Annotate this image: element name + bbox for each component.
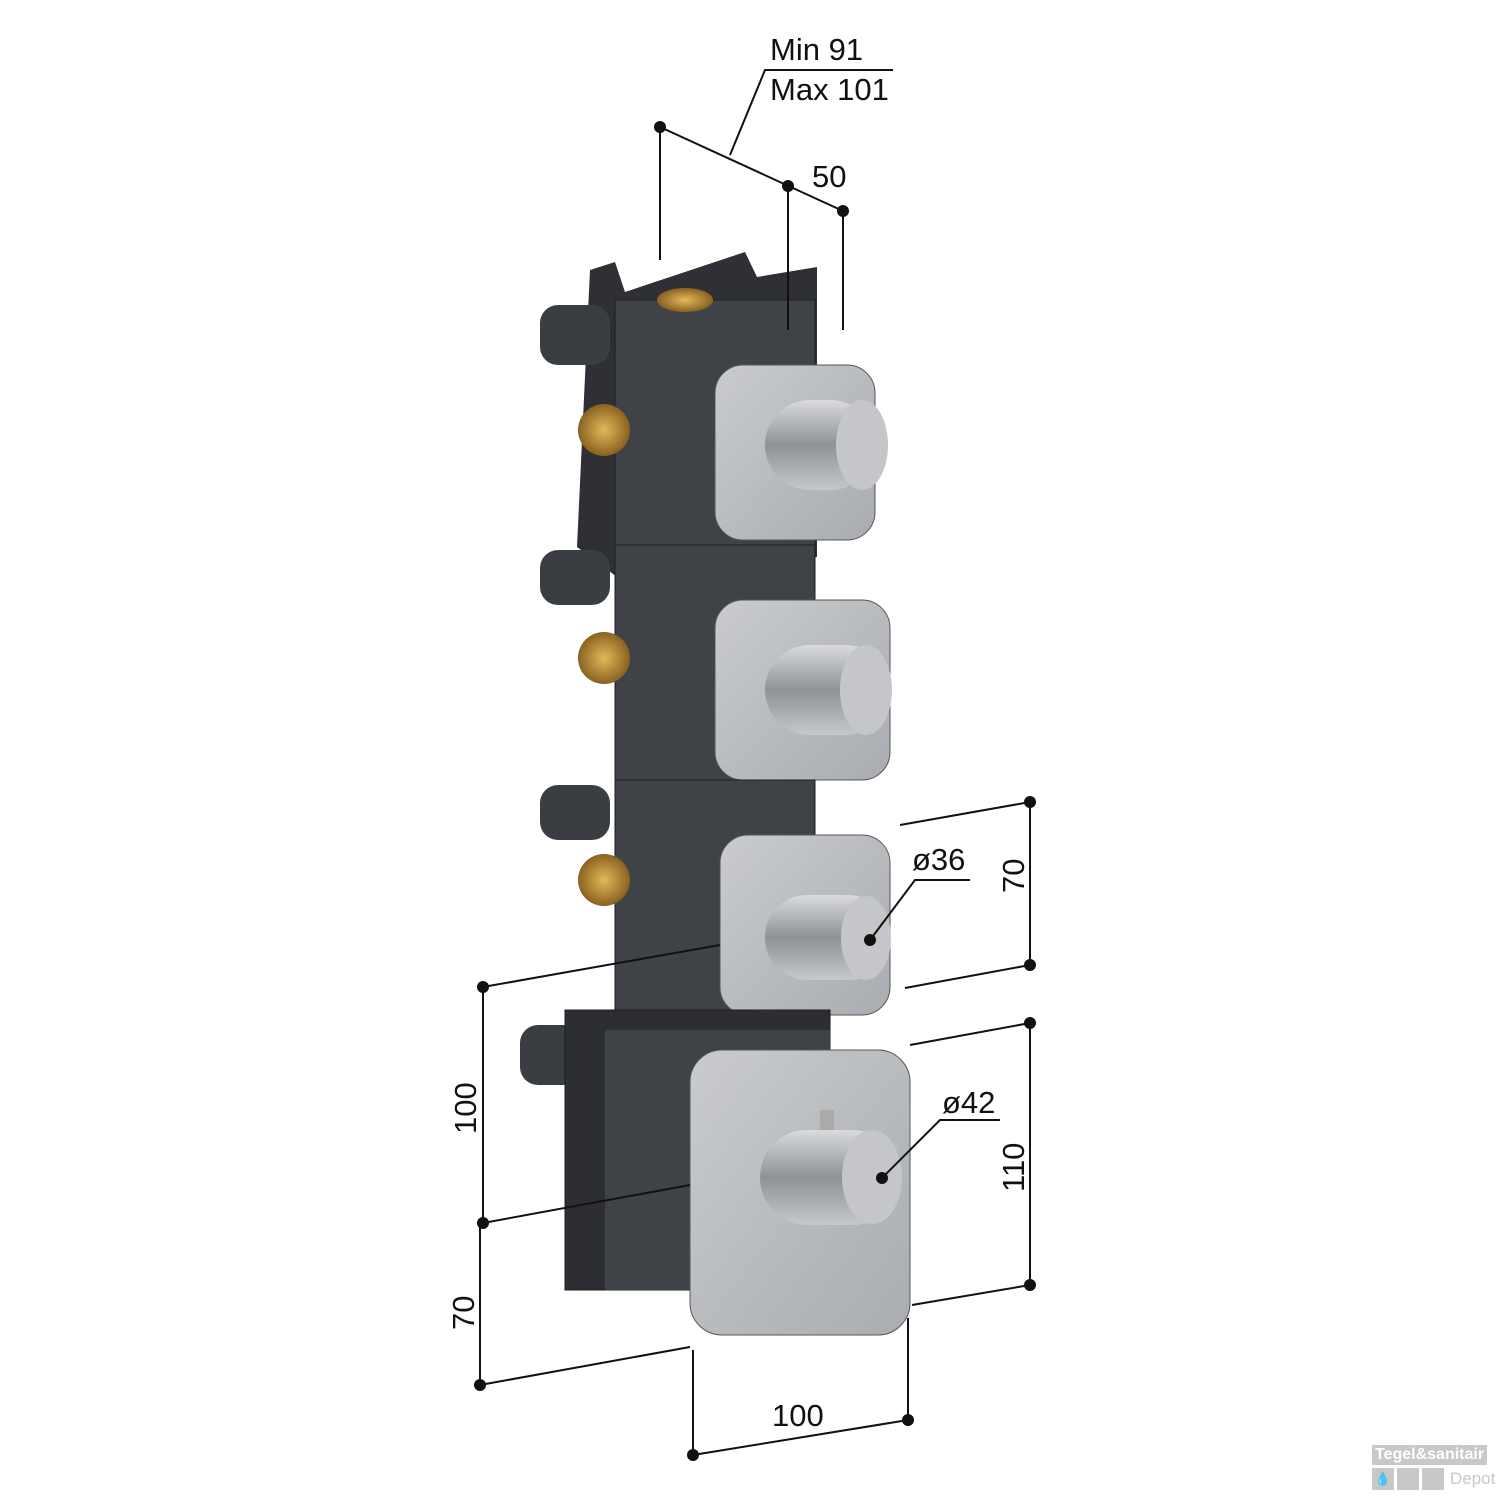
bottom-offset-label: 70: [446, 1296, 481, 1330]
valve-module-2: [540, 544, 892, 781]
knob-small-diameter-label: ø36: [912, 842, 965, 877]
depth-min-label: Min 91: [770, 32, 863, 67]
depth-max-label: Max 101: [770, 72, 889, 107]
valve-module-3: [540, 779, 891, 1021]
brass-cap-side: [578, 404, 630, 456]
plate-width-label: 100: [772, 1398, 824, 1433]
dimension-lines: [479, 69, 1031, 1456]
depth-plate-label: 50: [812, 159, 846, 194]
watermark-sub: Depot: [1450, 1469, 1496, 1488]
watermark-logo: Tegel&sanitair 💧 Depot: [1372, 1445, 1500, 1500]
valve-module-1: [540, 252, 888, 577]
plate-large-height-label: 110: [996, 1143, 1031, 1192]
brass-cap-top: [657, 288, 713, 312]
center-spacing-label: 100: [448, 1082, 483, 1134]
drop-icon: 💧: [1372, 1468, 1394, 1490]
knob-large-diameter-label: ø42: [942, 1085, 995, 1120]
watermark-brand: Tegel&sanitair: [1372, 1445, 1488, 1465]
dimension-dots: [474, 121, 1036, 1461]
module-height-label: 70: [996, 859, 1031, 893]
thermostat-module: [520, 1009, 911, 1336]
